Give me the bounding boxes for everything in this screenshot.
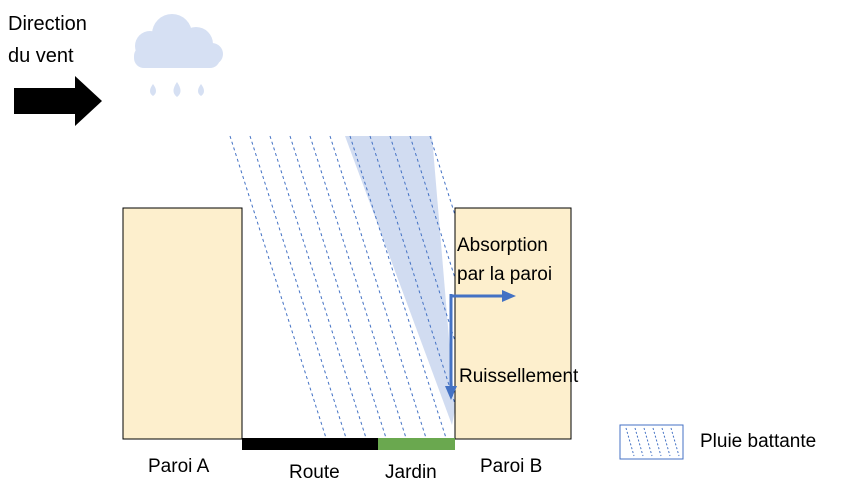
garden-surface xyxy=(378,438,455,450)
runoff-arrow-head xyxy=(445,386,457,400)
road-label: Route xyxy=(289,462,340,481)
rain-line xyxy=(329,135,427,439)
driving-rain-band xyxy=(345,136,455,425)
rain-line xyxy=(269,135,367,439)
wind-direction-label-line1: Direction xyxy=(8,13,87,35)
rain-cloud-icon xyxy=(134,14,223,97)
rain-line xyxy=(409,135,456,279)
rain-line xyxy=(289,135,387,439)
rain-line xyxy=(349,135,447,439)
absorption-arrow-head xyxy=(502,290,516,302)
garden-label: Jardin xyxy=(385,462,437,481)
legend-rain-pattern xyxy=(625,427,680,457)
wind-direction-label-line2: du vent xyxy=(8,45,74,67)
absorption-label-line1: Absorption xyxy=(457,235,548,256)
rain-line xyxy=(229,135,327,439)
runoff-label: Ruissellement xyxy=(459,366,579,387)
legend: Pluie battante xyxy=(619,424,816,460)
absorption-label-line2: par la paroi xyxy=(457,264,552,285)
wall-a-label: Paroi A xyxy=(148,456,210,477)
arrow-right-icon xyxy=(14,76,102,126)
wall-b-label: Paroi B xyxy=(480,456,542,477)
wall-b xyxy=(454,207,572,440)
rain-line xyxy=(309,135,407,439)
rain-line xyxy=(369,135,456,405)
road-surface xyxy=(242,438,378,450)
rain-line xyxy=(249,135,347,439)
legend-swatch xyxy=(619,424,684,460)
wall-a xyxy=(122,207,243,440)
rain-line xyxy=(429,135,456,216)
legend-label: Pluie battante xyxy=(700,431,816,452)
rain-lines xyxy=(229,135,456,439)
